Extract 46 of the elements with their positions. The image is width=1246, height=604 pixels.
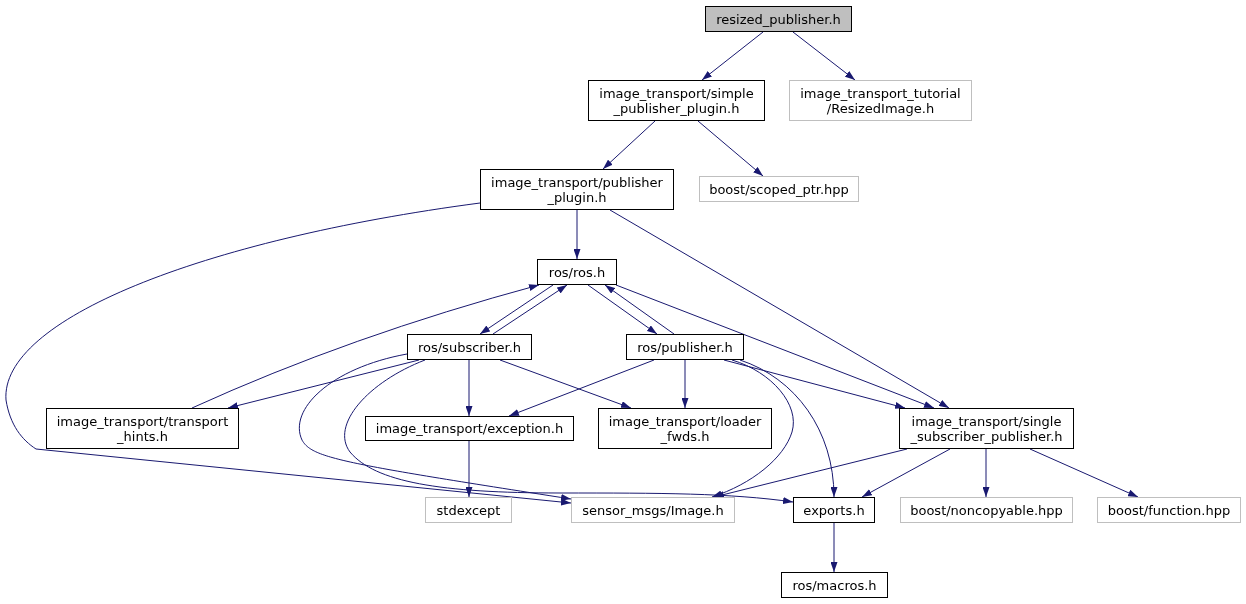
header-file-box: ros/ros.h bbox=[537, 259, 617, 285]
include-arrow bbox=[465, 359, 473, 417]
current-header-box: resized_publisher.h bbox=[705, 6, 852, 32]
header-file-box: image_transport/simple _publisher_plugin.h bbox=[588, 80, 765, 121]
include-arrow bbox=[587, 284, 658, 335]
include-arrow bbox=[344, 359, 794, 505]
header-file-box: ros/macros.h bbox=[781, 572, 888, 598]
include-arrow bbox=[681, 359, 689, 409]
include-arrow bbox=[299, 353, 572, 501]
header-file-box: image_transport/loader _fwds.h bbox=[598, 408, 772, 449]
include-arrow bbox=[697, 120, 764, 177]
include-arrow bbox=[792, 31, 856, 81]
include-arrow bbox=[723, 359, 906, 409]
include-arrow bbox=[227, 359, 420, 409]
include-arrow bbox=[465, 440, 473, 498]
include-arrow bbox=[861, 448, 951, 498]
external-header-box: boost/function.hpp bbox=[1097, 497, 1241, 523]
include-arrow bbox=[573, 209, 581, 260]
include-arrow bbox=[508, 359, 655, 417]
include-arrow bbox=[492, 284, 568, 335]
external-header-box: image_transport_tutorial /ResizedImage.h bbox=[789, 80, 972, 121]
include-arrow bbox=[701, 31, 764, 81]
include-arrow bbox=[1029, 448, 1139, 498]
header-file-box: ros/publisher.h bbox=[626, 334, 744, 360]
include-arrow bbox=[615, 284, 935, 409]
include-arrow bbox=[982, 448, 990, 498]
external-header-box: sensor_msgs/Image.h bbox=[571, 497, 735, 523]
include-arrow bbox=[604, 284, 675, 335]
external-header-box: boost/scoped_ptr.hpp bbox=[699, 176, 859, 202]
external-header-box: boost/noncopyable.hpp bbox=[900, 497, 1073, 523]
include-arrow bbox=[739, 359, 837, 498]
header-file-box: image_transport/publisher _plugin.h bbox=[480, 169, 674, 210]
include-arrow bbox=[830, 522, 838, 573]
include-arrow bbox=[602, 120, 656, 170]
external-header-box: stdexcept bbox=[425, 497, 512, 523]
header-file-box: image_transport/exception.h bbox=[365, 416, 574, 441]
header-file-box: ros/subscriber.h bbox=[407, 334, 532, 360]
include-arrow bbox=[191, 284, 540, 409]
include-arrow bbox=[479, 284, 554, 335]
include-arrow bbox=[609, 209, 950, 409]
header-file-box: image_transport/single _subscriber_publisher.h bbox=[899, 408, 1074, 449]
header-file-box: image_transport/transport _hints.h bbox=[46, 408, 239, 449]
header-file-box: exports.h bbox=[793, 497, 875, 523]
include-arrow bbox=[5, 202, 572, 506]
include-arrow bbox=[499, 359, 632, 409]
include-arrow bbox=[711, 359, 794, 498]
